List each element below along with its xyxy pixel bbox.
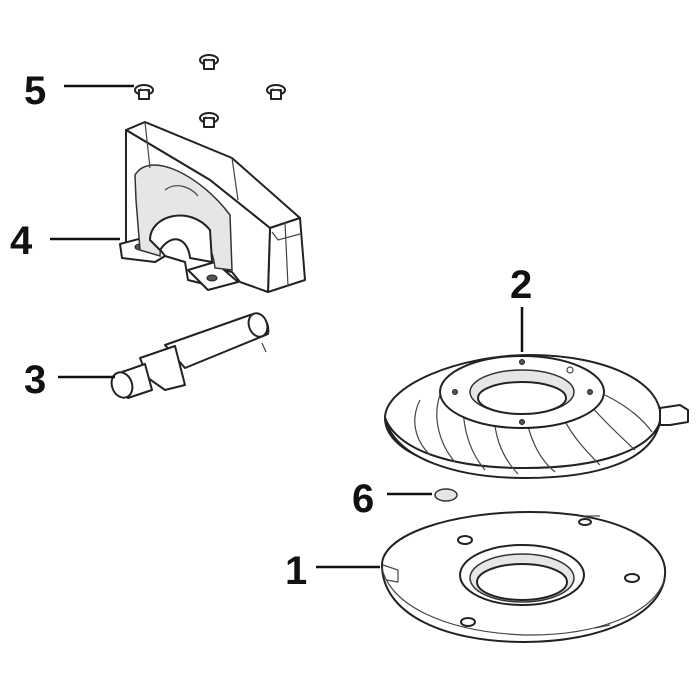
base-plate-part-1 (381, 511, 667, 643)
washer-part-6 (434, 488, 458, 502)
screw (199, 112, 219, 128)
cover-part-2 (384, 354, 689, 479)
callout-2: 2 (510, 263, 532, 307)
callout-3: 3 (24, 358, 46, 402)
callout-labels: 5 4 3 2 6 1 (10, 69, 532, 593)
leader-lines (50, 84, 524, 569)
screw (199, 54, 219, 70)
housing-part-4 (119, 121, 306, 293)
screw (134, 84, 154, 100)
screw (266, 84, 286, 100)
callout-1: 1 (285, 549, 307, 593)
screws-part-5 (134, 54, 286, 128)
pin-part-3 (110, 312, 270, 399)
callout-4: 4 (10, 219, 33, 263)
callout-5: 5 (24, 69, 46, 113)
callout-6: 6 (352, 477, 374, 521)
